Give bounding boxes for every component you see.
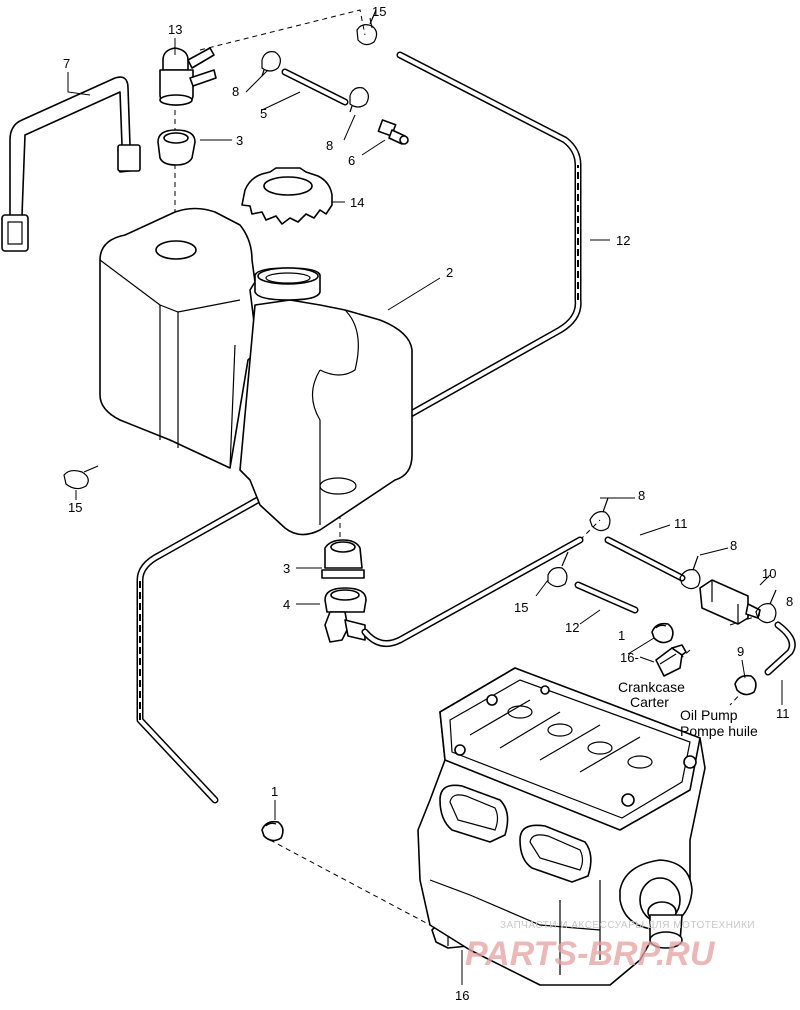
callout-4: 4	[283, 597, 290, 612]
callout-11-right: 11	[776, 706, 790, 721]
callout-7: 7	[63, 56, 70, 71]
engine-block	[417, 667, 706, 986]
callout-5: 5	[260, 106, 267, 121]
filter-clamp	[755, 589, 777, 624]
callout-16-bottom: 16	[455, 988, 469, 1003]
callout-15-mid: 15	[514, 600, 528, 615]
grommet-bottom	[321, 539, 365, 579]
callout-labels: 13 15 7 8 5 3 8 6 14 12 2 15 3 4 8 11 8 …	[63, 4, 793, 1003]
callout-12-mid: 12	[565, 620, 579, 635]
oil-tank	[99, 207, 413, 536]
note-carter: Carter	[630, 694, 669, 710]
callout-8-d: 8	[730, 538, 737, 553]
callout-6: 6	[348, 153, 355, 168]
callout-16-mid: 16-	[620, 650, 639, 665]
tank-cap	[241, 167, 333, 225]
tank-outlet-fitting	[324, 587, 367, 643]
short-hose-11	[589, 497, 701, 590]
tank-strap	[1, 76, 141, 252]
main-oil-hose	[136, 51, 582, 804]
callout-13: 13	[168, 22, 182, 37]
callout-15-top: 15	[372, 4, 386, 19]
oil-filter	[699, 579, 761, 625]
watermark-logo: PARTS-BRP.RU	[465, 935, 716, 973]
callout-15-left: 15	[68, 500, 82, 515]
callout-9: 9	[737, 644, 744, 659]
loose-hose-clip	[63, 465, 99, 490]
callout-3-bottom: 3	[283, 561, 290, 576]
watermark: ЗАПЧАСТИ И АКСЕССУАРЫ ДЛЯ МОТОТЕХНИКИ PA…	[465, 920, 755, 973]
outlet-hose	[361, 536, 584, 648]
callout-2: 2	[446, 265, 453, 280]
callout-8-c: 8	[638, 488, 645, 503]
watermark-caption: ЗАПЧАСТИ И АКСЕССУАРЫ ДЛЯ МОТОТЕХНИКИ	[500, 920, 755, 931]
bottom-clamp	[261, 820, 284, 842]
callout-1-mid: 1	[618, 628, 625, 643]
pump-hose	[764, 621, 796, 676]
crankcase-clamp	[651, 622, 674, 644]
short-hose-12	[574, 581, 639, 614]
callout-11-top: 11	[674, 516, 688, 531]
callout-8-b: 8	[326, 138, 333, 153]
note-crankcase: Crankcase	[618, 679, 685, 695]
grommet-top	[157, 129, 196, 166]
vent-hose	[261, 51, 369, 113]
callout-10: 10	[762, 566, 776, 581]
leader-lines	[67, 17, 783, 985]
callout-8-e: 8	[786, 594, 793, 609]
callout-12-top: 12	[616, 233, 630, 248]
callout-1-bottom: 1	[271, 784, 278, 799]
callout-3-top: 3	[236, 133, 243, 148]
callout-14: 14	[350, 195, 364, 210]
check-valve	[377, 119, 409, 145]
pump-clamp	[734, 674, 757, 696]
note-pompe-huile: Pompe huile	[680, 723, 758, 739]
callout-8-a: 8	[232, 84, 239, 99]
note-oil-pump: Oil Pump	[680, 707, 738, 723]
vent-fitting	[159, 47, 217, 106]
connection-notes: Crankcase Carter Oil Pump Pompe huile	[618, 679, 758, 739]
crankcase-elbow	[655, 644, 687, 677]
